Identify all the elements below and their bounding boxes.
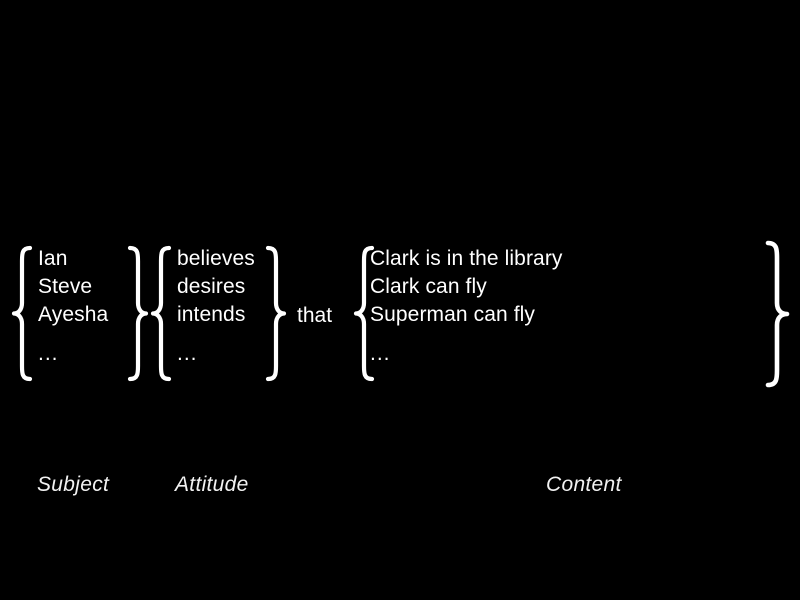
caption-attitude: Attitude [175, 473, 249, 496]
attitude-item: desires [177, 275, 246, 298]
attitude-report-diagram: Ian Steve Ayesha ... believes desires in… [0, 245, 800, 385]
attitude-item: intends [177, 303, 246, 326]
subject-item: Ayesha [38, 303, 109, 326]
subject-item: Steve [38, 275, 93, 298]
attitude-close-brace-icon [265, 245, 287, 382]
caption-content: Content [546, 473, 622, 496]
content-ellipsis: ... [370, 342, 391, 365]
subject-ellipsis: ... [38, 342, 59, 365]
content-column: Clark is in the library Clark can fly Su… [370, 245, 563, 368]
that-connective-label: that [297, 304, 333, 327]
attitude-ellipsis: ... [177, 342, 198, 365]
subject-open-brace-icon [11, 245, 33, 382]
subject-column: Ian Steve Ayesha ... [38, 245, 108, 368]
content-item: Clark is in the library [370, 247, 563, 270]
content-item: Superman can fly [370, 303, 536, 326]
content-item: Clark can fly [370, 275, 487, 298]
attitude-open-brace-icon [150, 245, 172, 382]
attitude-item: believes [177, 247, 255, 270]
subject-close-brace-icon [127, 245, 149, 382]
caption-subject: Subject [37, 473, 110, 496]
subject-item: Ian [38, 247, 68, 270]
attitude-column: believes desires intends ... [177, 245, 255, 368]
